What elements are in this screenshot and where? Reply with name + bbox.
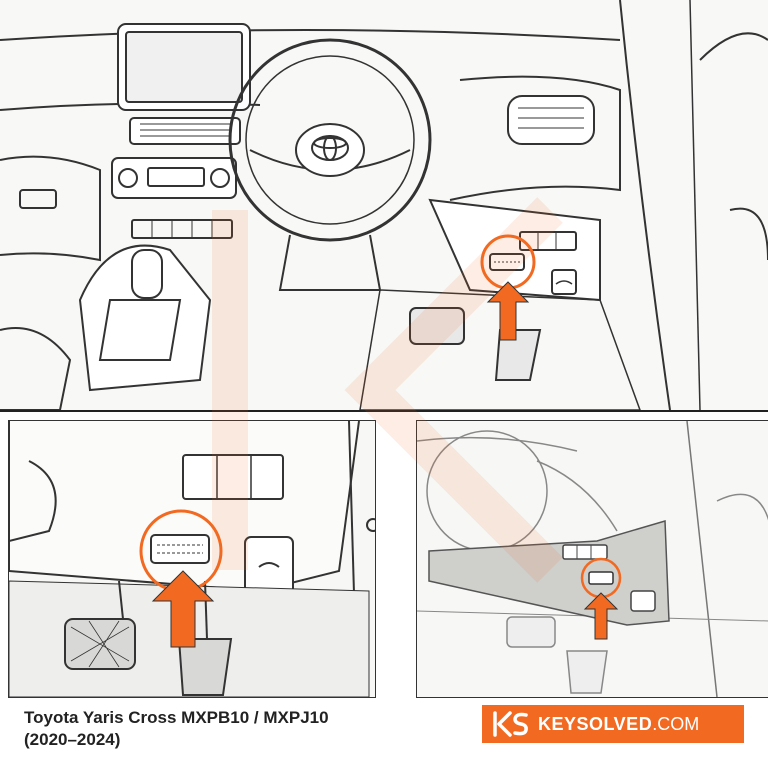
vehicle-caption: Toyota Yaris Cross MXPB10 / MXPJ10 (2020… [24, 707, 464, 751]
dashboard-overview-panel [0, 0, 768, 412]
brand-tld: .COM [652, 713, 700, 734]
keysolved-logo-icon [493, 711, 528, 737]
hood-release-icon [555, 280, 573, 285]
obd-closeup-illustration [9, 421, 375, 697]
arrow-up-icon [151, 570, 215, 648]
obd-location-illustration [417, 421, 768, 697]
arrow-up-icon [583, 592, 619, 640]
dashboard-illustration [0, 0, 768, 410]
toyota-logo-icon [311, 135, 349, 161]
obd-port-icon [139, 509, 223, 593]
obd-location-panel [416, 420, 768, 698]
obd-closeup-panel [8, 420, 376, 698]
vehicle-years: (2020–2024) [24, 730, 121, 749]
brand-banner: KEYSOLVED.COM [482, 705, 744, 743]
arrow-up-icon [486, 281, 530, 341]
vehicle-model: Toyota Yaris Cross MXPB10 / MXPJ10 [24, 708, 329, 727]
brand-name: KEYSOLVED [538, 713, 653, 734]
